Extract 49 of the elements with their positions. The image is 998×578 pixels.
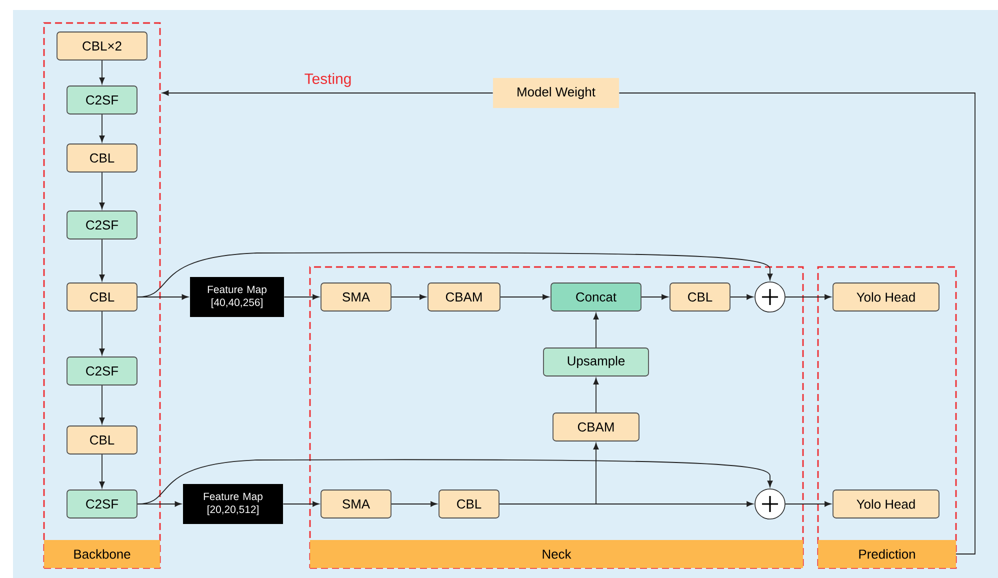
arrow bbox=[99, 239, 105, 282]
arrow bbox=[99, 385, 105, 424]
module-box: C2SF bbox=[66, 490, 138, 518]
arrow bbox=[391, 294, 426, 300]
arrow bbox=[499, 442, 599, 504]
module-box: SMA bbox=[320, 490, 392, 518]
module-box: Yolo Head bbox=[832, 282, 940, 312]
arrow bbox=[784, 294, 832, 300]
module-box: C2SF bbox=[66, 356, 138, 386]
module-box: CBL bbox=[66, 144, 138, 172]
module-box: C2SF bbox=[66, 210, 138, 240]
section-label: Prediction bbox=[818, 540, 956, 568]
arrow bbox=[784, 501, 832, 507]
module-box: CBL×2 bbox=[56, 32, 148, 60]
arrow bbox=[641, 294, 668, 300]
feature-map-box: Feature Map [20,20,512] bbox=[183, 484, 283, 524]
module-box: C2SF bbox=[66, 86, 138, 114]
module-box: CBAM bbox=[552, 412, 640, 442]
module-box: SMA bbox=[320, 282, 392, 312]
weight-label-box: Model Weight bbox=[493, 78, 619, 108]
arrow bbox=[99, 60, 105, 84]
module-box: CBL bbox=[66, 426, 138, 454]
section-label: Neck bbox=[310, 540, 803, 568]
module-box: CBL bbox=[670, 282, 730, 312]
arrow bbox=[162, 90, 494, 96]
module-box: CBL bbox=[66, 282, 138, 312]
arrow bbox=[593, 312, 599, 348]
add-operator-circle bbox=[754, 282, 786, 312]
arrow bbox=[284, 294, 320, 300]
arrow bbox=[391, 501, 438, 507]
module-box: CBL bbox=[438, 490, 500, 518]
arrow bbox=[99, 114, 105, 142]
arrow bbox=[137, 459, 773, 504]
module-box: Upsample bbox=[543, 348, 649, 376]
arrow bbox=[99, 311, 105, 356]
feature-map-box: Feature Map [40,40,256] bbox=[190, 277, 284, 317]
section-label: Backbone bbox=[44, 540, 160, 568]
arrow bbox=[137, 252, 773, 298]
add-operator-circle bbox=[754, 488, 786, 520]
arrow bbox=[282, 501, 320, 507]
module-box: CBAM bbox=[428, 282, 500, 312]
arrow bbox=[593, 378, 599, 413]
module-box: Concat bbox=[550, 282, 642, 312]
arrow bbox=[500, 294, 550, 300]
edge-label: Testing bbox=[303, 72, 353, 88]
arrow bbox=[730, 294, 754, 300]
arrow bbox=[99, 454, 105, 488]
module-box: Yolo Head bbox=[832, 490, 940, 518]
arrow bbox=[99, 172, 105, 210]
